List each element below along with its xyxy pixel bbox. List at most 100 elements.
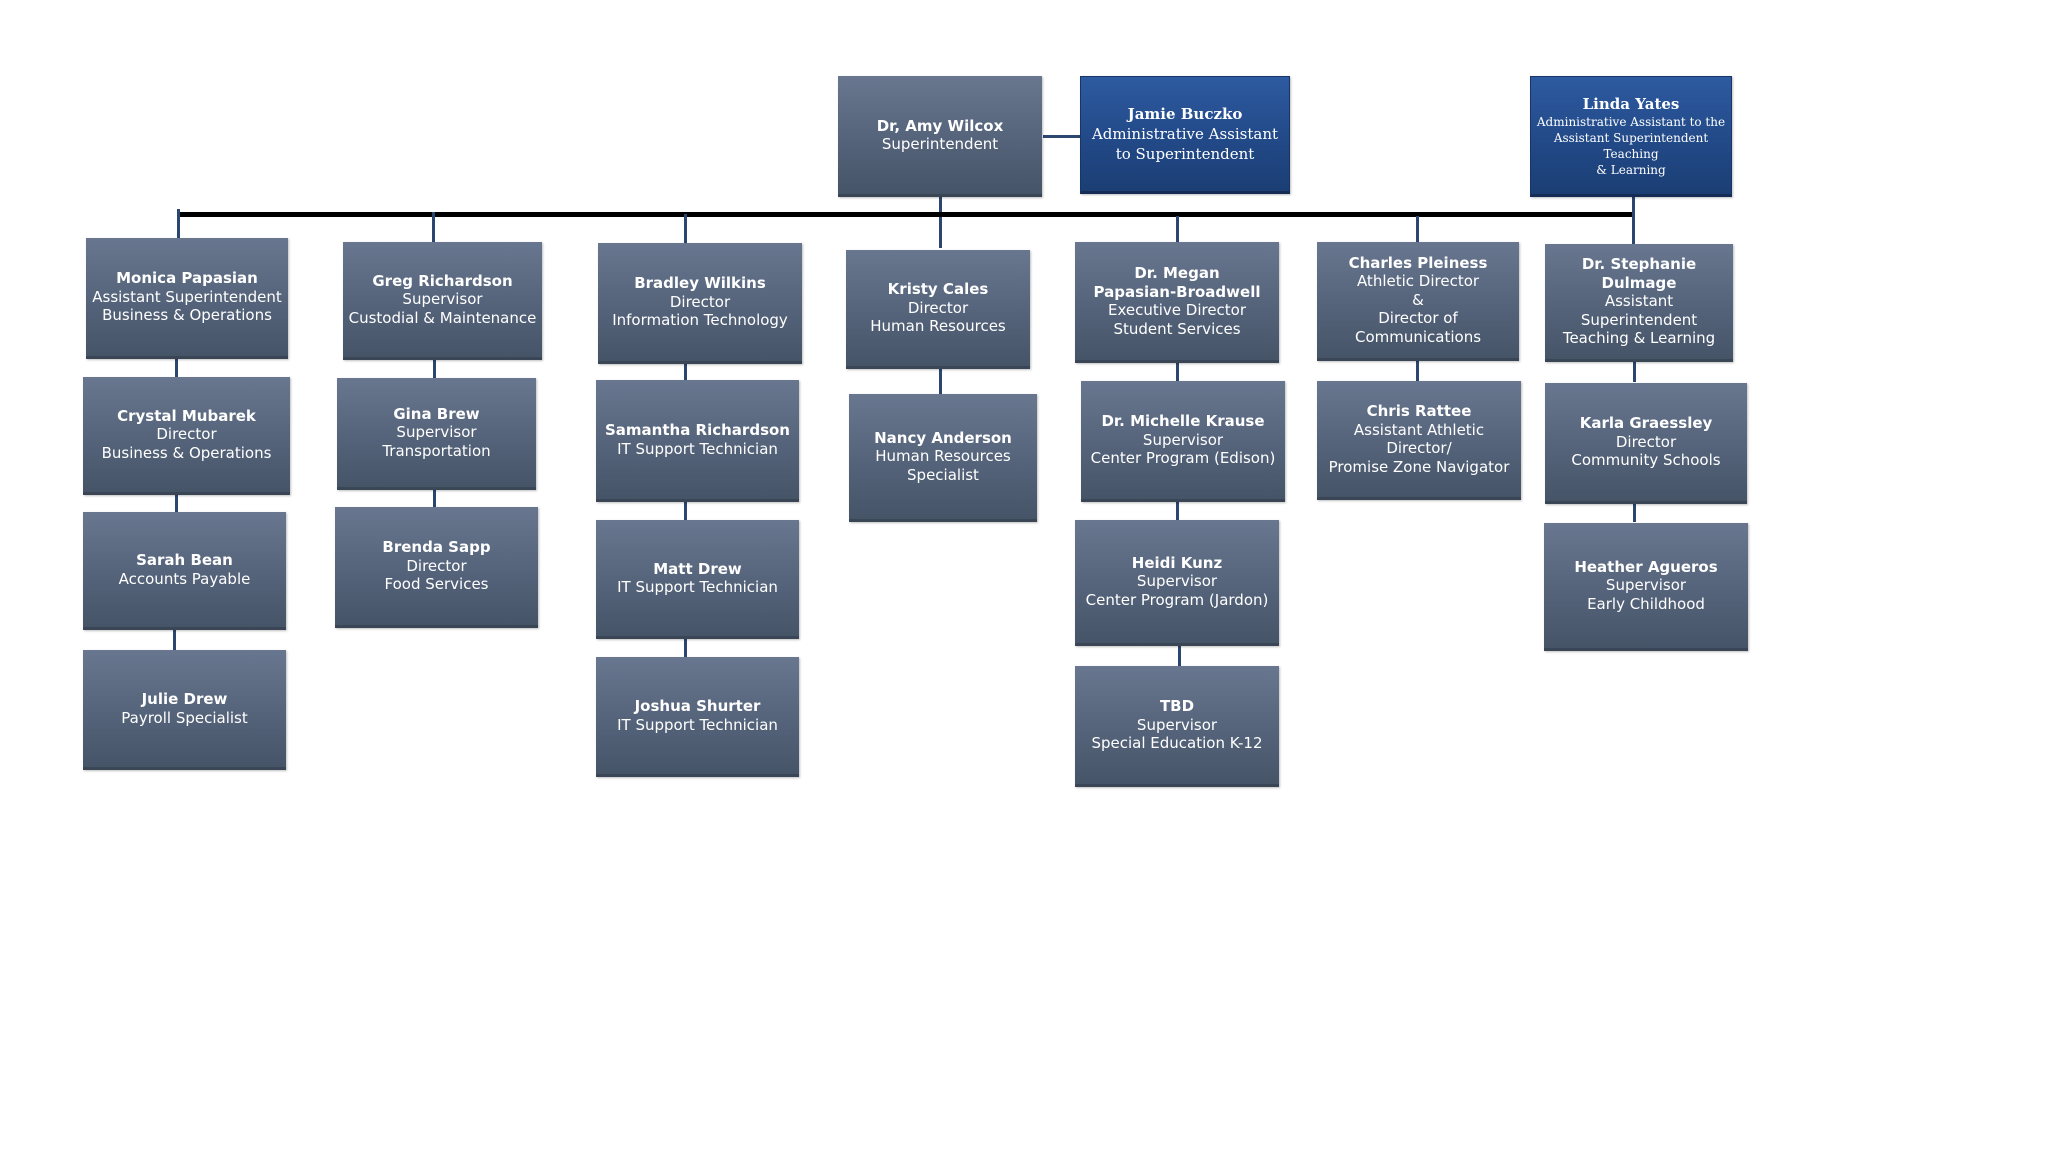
person-title: Payroll Specialist (121, 708, 248, 727)
org-box: Monica Papasian Assistant Superintendent… (86, 238, 288, 359)
person-title: Executive Director (1107, 301, 1247, 319)
connector-line (1633, 358, 1636, 382)
person-title: Early Childhood (1587, 594, 1705, 613)
person-name: Kristy Cales (887, 280, 989, 299)
person-title: Supervisor (396, 423, 477, 442)
org-box: Crystal Mubarek Director Business & Oper… (83, 377, 290, 495)
person-title: IT Support Technician (617, 715, 778, 734)
connector-line (173, 628, 176, 650)
person-title: & Learning (1596, 162, 1666, 177)
person-name: Heidi Kunz (1131, 553, 1223, 572)
person-name: Crystal Mubarek (117, 406, 256, 425)
org-box: Brenda Sapp Director Food Services (335, 507, 538, 628)
connector-line (1176, 216, 1179, 243)
person-name: Heather Agueros (1574, 557, 1718, 576)
org-box: Karla Graessley Director Community Schoo… (1545, 383, 1747, 504)
person-name: Dr. Michelle Krause (1101, 412, 1265, 431)
person-title: IT Support Technician (617, 578, 778, 596)
person-name: Joshua Shurter (634, 697, 761, 715)
org-box: TBD Supervisor Special Education K-12 (1075, 666, 1279, 787)
person-name: Gina Brew (393, 404, 480, 423)
org-box: Sarah Bean Accounts Payable (83, 512, 286, 630)
org-box-admin-assistant-teaching-learning: Linda Yates Administrative Assistant to … (1530, 76, 1732, 197)
person-title: Custodial & Maintenance (348, 308, 537, 327)
person-title: Human Resources (875, 447, 1011, 466)
person-title: Transportation (382, 441, 491, 460)
person-name: Bradley Wilkins (634, 274, 766, 293)
org-box: Dr. Michelle Krause Supervisor Center Pr… (1081, 381, 1285, 502)
person-title: Teaching & Learning (1562, 329, 1716, 348)
person-title: Food Services (384, 575, 489, 594)
person-title: Special Education K-12 (1091, 734, 1263, 753)
person-title: Student Services (1113, 319, 1241, 338)
org-box: Kristy Cales Director Human Resources (846, 250, 1030, 369)
connector-line (939, 366, 942, 394)
person-name: Monica Papasian (116, 269, 258, 288)
person-title: Director (907, 298, 969, 317)
person-title: Community Schools (1571, 451, 1721, 470)
person-title: Specialist (907, 465, 979, 484)
org-box: Samantha Richardson IT Support Technicia… (596, 380, 799, 502)
org-box: Bradley Wilkins Director Information Tec… (598, 243, 802, 364)
connector-line (1176, 361, 1179, 381)
person-title: Athletic Director (1356, 272, 1480, 291)
connector-line (1176, 500, 1179, 520)
person-name: Papasian-Broadwell (1093, 282, 1261, 301)
person-name: Julie Drew (141, 690, 228, 708)
org-box-superintendent: Dr, Amy Wilcox Superintendent (838, 76, 1042, 197)
person-name: Dr, Amy Wilcox (876, 116, 1004, 135)
org-box: Nancy Anderson Human Resources Specialis… (849, 394, 1037, 522)
person-title: Supervisor (1136, 572, 1218, 591)
person-title: Supervisor (1136, 715, 1218, 734)
person-title: Accounts Payable (118, 569, 251, 588)
person-title: Center Program (Edison) (1090, 449, 1276, 468)
person-title: Administrative Assistant to the (1536, 114, 1726, 129)
org-box: Heather Agueros Supervisor Early Childho… (1544, 523, 1748, 651)
connector-line (175, 495, 178, 512)
person-title: Human Resources (870, 317, 1006, 336)
connector-line (175, 358, 178, 378)
person-title: Assistant Superintendent (92, 287, 282, 306)
org-box: Charles Pleiness Athletic Director & Dir… (1317, 242, 1519, 361)
person-title: Supervisor (402, 290, 483, 309)
person-title: Superintendent (881, 135, 999, 153)
person-title: Business & Operations (102, 306, 272, 325)
person-title: Assistant Superintendent Teaching (1553, 130, 1709, 161)
person-title: Director (156, 425, 217, 444)
person-title: Director (1615, 432, 1677, 451)
org-box: Matt Drew IT Support Technician (596, 520, 799, 639)
person-title: Director (406, 556, 467, 575)
person-name: Linda Yates (1582, 94, 1680, 113)
person-title: Information Technology (612, 311, 788, 330)
person-title: Center Program (Jardon) (1085, 590, 1269, 609)
person-name: Dr. Megan (1134, 264, 1220, 282)
person-title: Assistant Superintendent (1580, 292, 1698, 329)
connector-line (939, 196, 942, 248)
person-title: Supervisor (1142, 430, 1224, 449)
person-name: Dr. Stephanie Dulmage (1581, 255, 1697, 292)
person-name: Nancy Anderson (874, 428, 1012, 447)
org-box: Chris Rattee Assistant Athletic Director… (1317, 381, 1521, 500)
person-name: Brenda Sapp (382, 538, 491, 557)
person-title: Promise Zone Navigator (1328, 457, 1510, 476)
connector-line (433, 359, 436, 378)
person-title: IT Support Technician (617, 439, 778, 458)
connector-line (1416, 359, 1419, 381)
person-title: & (1412, 290, 1424, 309)
connector-line (1178, 644, 1181, 666)
person-title: Assistant Athletic Director/ (1353, 420, 1485, 458)
connector-line (684, 361, 687, 381)
person-name: Jamie Buczko (1127, 105, 1243, 123)
person-name: Greg Richardson (372, 271, 513, 290)
person-title: Supervisor (1605, 576, 1687, 595)
org-box: Joshua Shurter IT Support Technician (596, 657, 799, 777)
connector-line (1043, 135, 1083, 138)
org-box-admin-assistant-superintendent: Jamie Buczko Administrative Assistant to… (1080, 76, 1290, 194)
person-title: Director (669, 292, 731, 311)
person-name: Samantha Richardson (605, 421, 790, 439)
person-name: Sarah Bean (136, 551, 233, 569)
person-title: to Superintendent (1115, 145, 1255, 163)
connector-line (432, 212, 435, 243)
person-name: Karla Graessley (1579, 414, 1713, 433)
